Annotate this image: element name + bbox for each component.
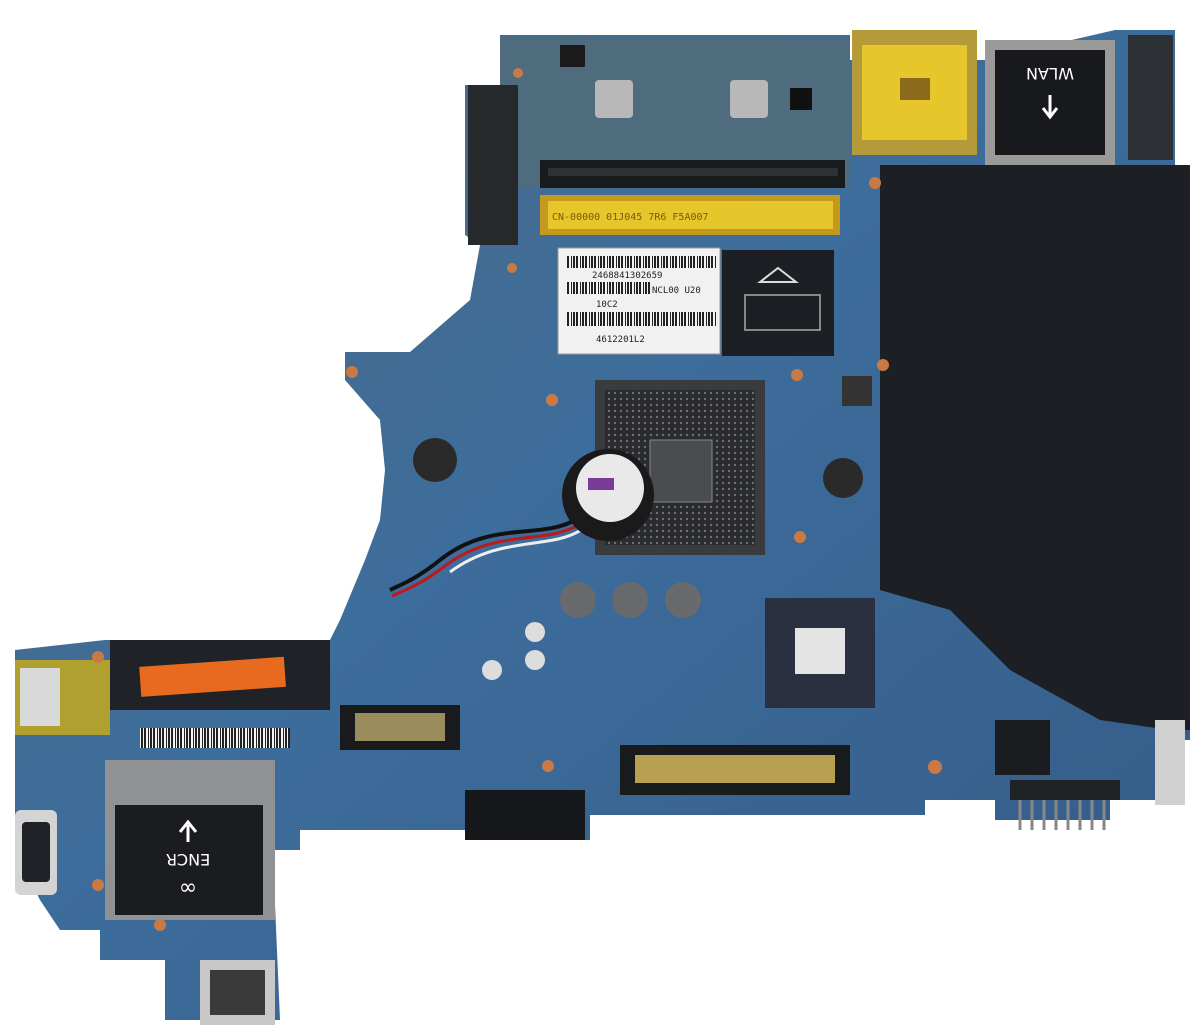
barcode-label: 2468841302659 NCL00 U20 10C2 4612201L2 (557, 247, 721, 355)
mounting-holes (92, 68, 942, 931)
cap-3 (665, 582, 701, 618)
barcode-line4: 4612201L2 (596, 335, 645, 345)
top-inductor-2 (730, 80, 768, 118)
wlan-slot-connector (1128, 35, 1173, 160)
serial-label (140, 728, 290, 748)
encr-card: ENCR ∞ (105, 760, 275, 920)
encr-label: ENCR (166, 850, 210, 869)
cap-5 (525, 650, 545, 670)
encr-arrow-up-icon (178, 819, 198, 842)
ram-strip-label: CN-00000 01J045 7R6 F5A007 (552, 212, 709, 223)
ram-shield (722, 250, 834, 356)
dark-pcb-region (880, 165, 1190, 730)
battery-pins (1018, 800, 1106, 830)
right-edge-connector (1155, 720, 1185, 805)
top-inductor-1 (595, 80, 633, 118)
barcode-line3: 10C2 (596, 300, 618, 310)
ram-socket: CN-00000 01J045 7R6 F5A007 (540, 160, 845, 235)
barcode-line1: 2468841302659 (592, 271, 662, 281)
wlan-arrow-down-icon (1041, 95, 1059, 120)
cap-2 (612, 582, 648, 618)
top-chip-1 (560, 45, 585, 67)
cap-4 (525, 622, 545, 642)
left-edge-connector (468, 85, 518, 245)
inductor-right (823, 458, 863, 498)
cmos-battery (389, 449, 654, 598)
wlan-label: WLAN (1026, 64, 1074, 83)
chipset (765, 598, 875, 708)
dark-block-bottom (465, 790, 585, 840)
wlan-card: WLAN (985, 40, 1115, 165)
inductor-right-top (842, 376, 872, 406)
cap-1 (560, 582, 596, 618)
inductor-left (413, 438, 457, 482)
encr-infinity-icon: ∞ (179, 875, 197, 900)
barcode-line2: NCL00 U20 (652, 286, 701, 296)
orange-tape (139, 656, 286, 697)
cap-6 (482, 660, 502, 680)
power-jack (995, 720, 1050, 775)
battery-connector (1010, 780, 1120, 800)
top-chip-2 (790, 88, 812, 110)
ram-shield-arrow-icon (757, 266, 799, 283)
